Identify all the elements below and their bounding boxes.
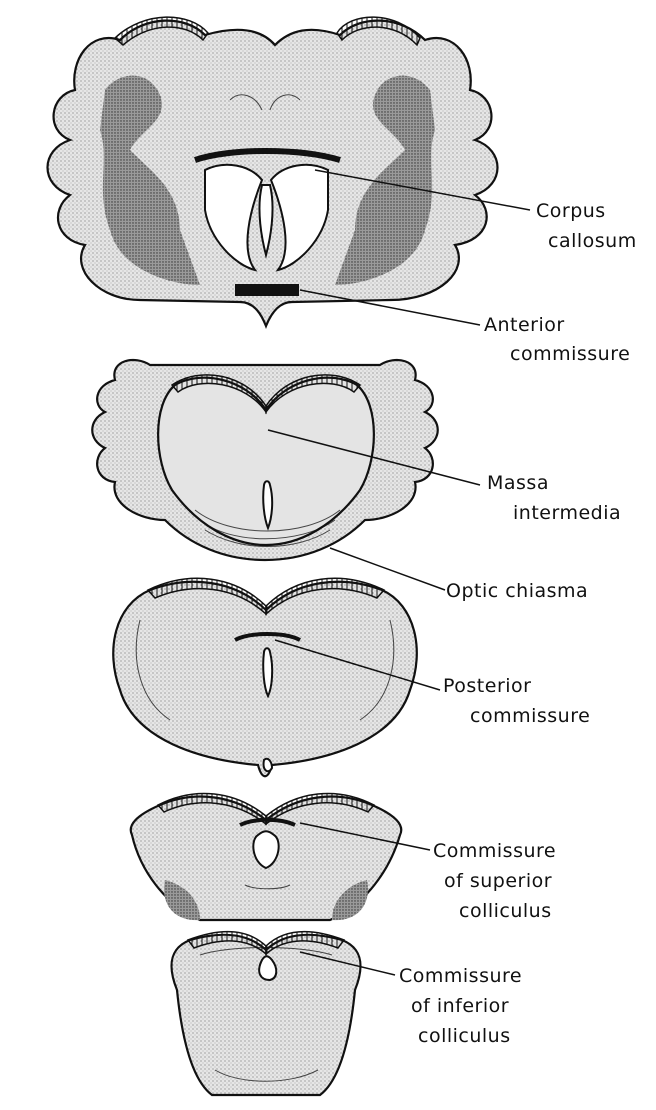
label-inf-colliculus-line2: of inferior bbox=[411, 993, 509, 1019]
label-sup-colliculus-line2: of superior bbox=[444, 868, 552, 894]
label-inf-colliculus-line3: colliculus bbox=[418, 1023, 511, 1049]
label-optic-chiasma: Optic chiasma bbox=[446, 578, 588, 604]
label-corpus-callosum-line2: callosum bbox=[548, 228, 637, 254]
label-sup-colliculus-line3: colliculus bbox=[459, 898, 552, 924]
label-posterior-commissure-line2: commissure bbox=[470, 703, 590, 729]
section-diencephalon bbox=[92, 360, 480, 590]
label-anterior-commissure-line2: commissure bbox=[510, 341, 630, 367]
section-inferior-colliculus bbox=[171, 932, 395, 1095]
label-sup-colliculus-line1: Commissure bbox=[433, 838, 556, 864]
label-inf-colliculus-line1: Commissure bbox=[399, 963, 522, 989]
label-anterior-commissure-line1: Anterior bbox=[484, 312, 565, 338]
section-superior-colliculus bbox=[131, 793, 430, 920]
label-massa-intermedia-line2: intermedia bbox=[513, 500, 621, 526]
label-posterior-commissure-line1: Posterior bbox=[443, 673, 531, 699]
section-pretectal bbox=[113, 578, 440, 776]
label-corpus-callosum-line1: Corpus bbox=[536, 198, 606, 224]
label-massa-intermedia-line1: Massa bbox=[487, 470, 549, 496]
section-cerebrum bbox=[48, 17, 531, 326]
